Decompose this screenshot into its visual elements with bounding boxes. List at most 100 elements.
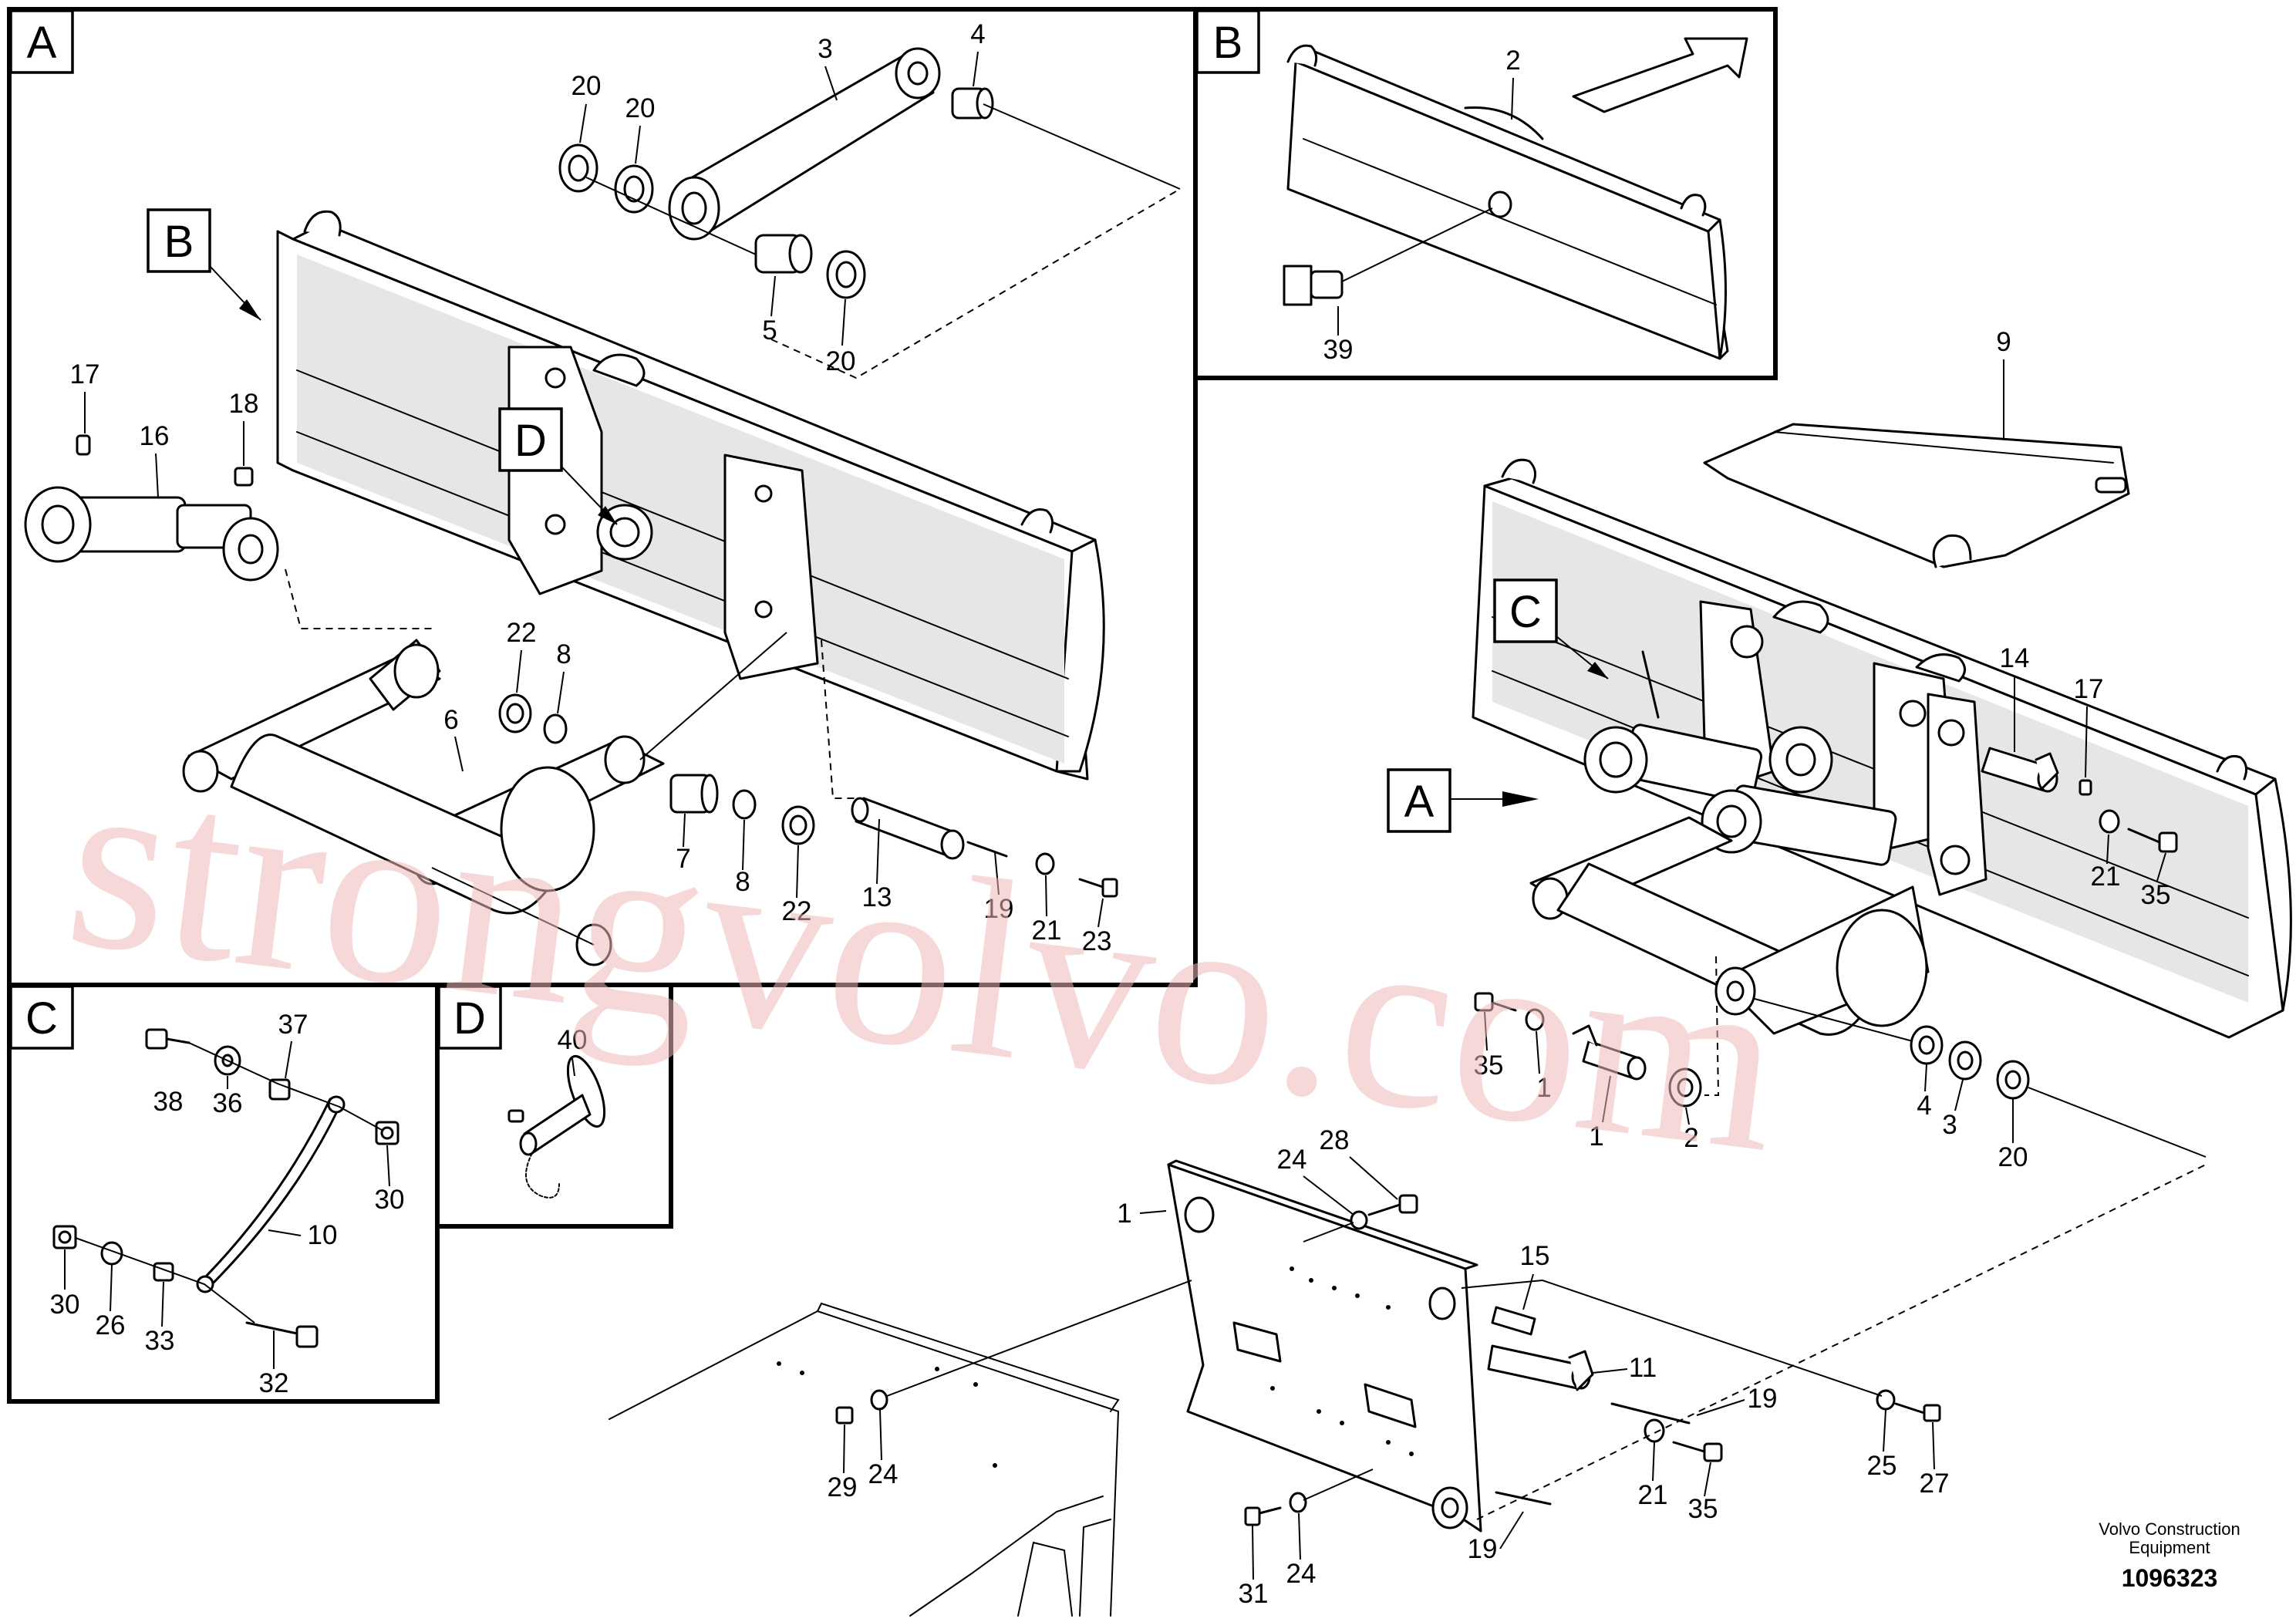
washer-part-24-bottom <box>1289 1492 1307 1513</box>
callout: 35 <box>1474 1050 1504 1081</box>
mount-plate-part-1 <box>1167 1159 1482 1533</box>
callout: 35 <box>1688 1494 1718 1524</box>
svg-text:C: C <box>25 993 58 1044</box>
callouts-detail-c: 37 38 36 30 10 30 26 33 32 <box>50 1010 405 1398</box>
washer-part-26 <box>100 1241 123 1266</box>
spacer-part-37 <box>268 1078 291 1101</box>
callout: 20 <box>625 93 656 123</box>
callout: 29 <box>828 1472 858 1502</box>
figure-number: 1096323 <box>2122 1564 2218 1592</box>
callout: 27 <box>1920 1469 1950 1499</box>
detail-d-frame <box>437 983 673 1229</box>
callout: 19 <box>1468 1534 1498 1564</box>
washer-part-2-main <box>1668 1067 1702 1108</box>
callout: 21 <box>2091 862 2121 892</box>
cylinder-part-16 <box>24 486 279 582</box>
pin-part-11 <box>1487 1344 1594 1391</box>
svg-text:B: B <box>1213 18 1243 68</box>
callout: 18 <box>229 389 259 419</box>
callout: 2 <box>1505 46 1520 76</box>
callout: 1 <box>1117 1199 1131 1229</box>
detail-a-letter-box: A <box>9 9 74 74</box>
washers-part-4-3-20 <box>1910 1025 2030 1100</box>
pin-part-15 <box>1491 1306 1536 1336</box>
detail-b-frame <box>1193 7 1778 380</box>
callout: 20 <box>826 346 856 376</box>
washer-part-21 <box>1035 852 1055 875</box>
rings-part-8 <box>543 713 757 820</box>
callout: 24 <box>1286 1559 1317 1589</box>
blade-part-2 <box>1286 44 1729 360</box>
pin-part-40 <box>507 1054 606 1199</box>
callout: 16 <box>140 421 170 451</box>
nuts-part-30 <box>52 1121 400 1249</box>
callout: 2 <box>1684 1123 1698 1153</box>
callout: 40 <box>558 1025 588 1055</box>
washer-part-21-main <box>2099 809 2120 834</box>
bolt-part-35-main <box>2127 828 2178 853</box>
fitting-part-17-main <box>2079 779 2092 796</box>
direction-arrow <box>1572 37 1748 113</box>
fitting-part-18 <box>234 467 254 487</box>
callout: 21 <box>1032 916 1062 946</box>
pin-part-14 <box>1981 747 2059 793</box>
callout: 17 <box>2074 674 2104 704</box>
nut-part-29 <box>835 1406 854 1425</box>
bolt-part-28 <box>1367 1194 1418 1216</box>
callout: 32 <box>259 1368 289 1398</box>
callout: 15 <box>1520 1241 1550 1271</box>
washers-part-22 <box>498 693 815 845</box>
callouts-detail-d: 40 <box>558 1025 588 1077</box>
callout: 37 <box>278 1010 308 1040</box>
bolt-part-23 <box>1078 878 1118 898</box>
callout: 33 <box>145 1326 175 1356</box>
pin-part-19-lower <box>1495 1491 1552 1506</box>
view-marker-a-main: A <box>1387 768 1539 833</box>
bolt-part-35-right <box>1672 1441 1723 1462</box>
bushing-part-4 <box>951 87 994 120</box>
detail-b-drawing: 2 39 <box>1283 37 1748 365</box>
callout: 20 <box>1998 1142 2028 1172</box>
view-marker-c-main: C <box>1493 578 1609 679</box>
bushing-part-7 <box>669 774 719 814</box>
detail-c-letter-box: C <box>9 985 74 1050</box>
callout: 17 <box>70 359 100 389</box>
bolt-part-32 <box>245 1321 319 1348</box>
callout: 24 <box>868 1459 899 1489</box>
callout: 24 <box>1277 1145 1307 1175</box>
callouts-detail-a: 20 20 3 4 5 20 17 16 18 22 8 6 7 <box>70 19 1112 956</box>
bolt-part-35-left <box>1474 992 1517 1012</box>
detail-c-frame <box>7 983 440 1404</box>
fitting-part-17 <box>76 434 91 456</box>
pin-part-13 <box>851 797 965 860</box>
callout: 5 <box>762 315 777 346</box>
callout: 38 <box>153 1087 184 1117</box>
pin-part-19 <box>966 841 1008 858</box>
callout: 22 <box>507 618 537 648</box>
detail-d-letter-box: D <box>437 985 502 1050</box>
callouts-main: 9 14 17 21 35 35 1 1 2 4 3 20 1 <box>828 327 2171 1609</box>
svg-text:B: B <box>164 217 194 267</box>
svg-text:Equipment: Equipment <box>2129 1538 2210 1557</box>
bolt-part-31 <box>1244 1506 1282 1526</box>
svg-text:D: D <box>514 416 547 466</box>
callout: 39 <box>1323 335 1354 365</box>
svg-text:D: D <box>453 993 486 1044</box>
callout: 21 <box>1638 1480 1668 1510</box>
callout: 3 <box>818 34 832 64</box>
callout: 3 <box>1942 1110 1957 1140</box>
callout: 19 <box>1748 1384 1778 1414</box>
svg-text:C: C <box>1509 587 1542 637</box>
callout: 7 <box>676 844 690 874</box>
svg-text:A: A <box>27 18 57 68</box>
callout: 20 <box>571 71 602 101</box>
svg-text:A: A <box>1404 777 1435 827</box>
blade-frame <box>276 210 1105 781</box>
callout: 35 <box>2141 880 2171 910</box>
callouts-detail-b: 2 39 <box>1323 46 1521 365</box>
callout: 8 <box>735 867 750 897</box>
callout: 1 <box>1536 1073 1551 1103</box>
callout: 31 <box>1239 1579 1269 1609</box>
